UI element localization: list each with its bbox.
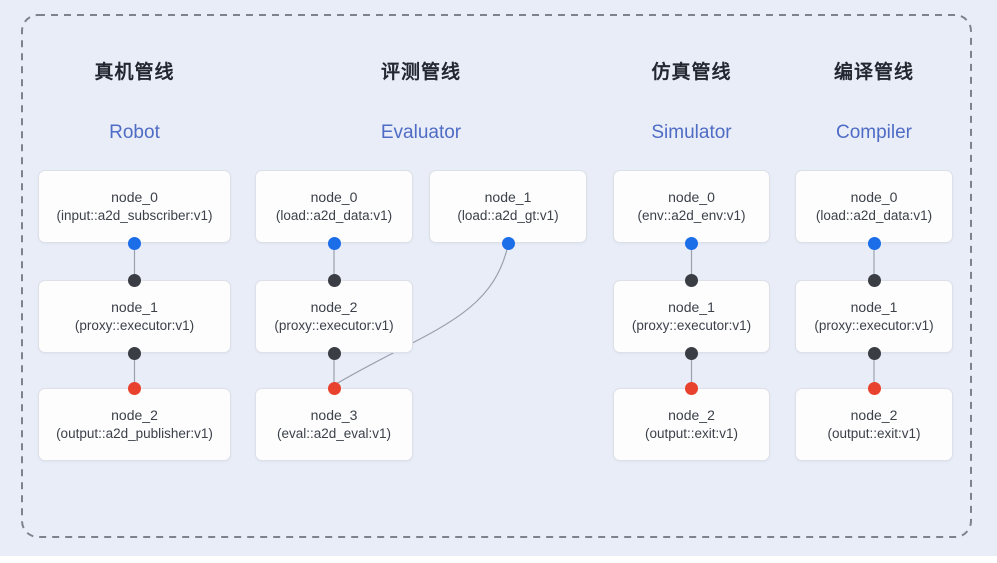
node-compiler-1: node_1 (proxy::executor:v1) bbox=[795, 280, 953, 353]
node-evaluator-3: node_3 (eval::a2d_eval:v1) bbox=[255, 388, 413, 461]
node-evaluator-2: node_2 (proxy::executor:v1) bbox=[255, 280, 413, 353]
node-robot-1: node_1 (proxy::executor:v1) bbox=[38, 280, 231, 353]
pipeline-title-en-robot: Robot bbox=[109, 122, 160, 143]
pipeline-title-en-evaluator: Evaluator bbox=[380, 122, 462, 143]
node-name: node_1 bbox=[668, 299, 715, 315]
node-impl: (load::a2d_data:v1) bbox=[275, 208, 393, 223]
input-port-dot bbox=[867, 273, 881, 287]
output-port-dot bbox=[685, 346, 698, 360]
node-name: node_2 bbox=[310, 299, 358, 315]
pipeline-title-cn-evaluator: 评测管线 bbox=[380, 62, 461, 83]
node-name: node_1 bbox=[484, 189, 532, 205]
pipeline-title-en-simulator: Simulator bbox=[651, 122, 732, 143]
node-impl: (load::a2d_gt:v1) bbox=[457, 208, 559, 223]
node-name: node_0 bbox=[668, 189, 715, 205]
pipeline-title-cn-robot: 真机管线 bbox=[94, 62, 175, 83]
output-port-dot bbox=[327, 236, 341, 250]
node-robot-0: node_0 (input::a2d_subscriber:v1) bbox=[38, 170, 231, 243]
edge-curve bbox=[335, 244, 509, 385]
node-compiler-0: node_0 (load::a2d_data:v1) bbox=[795, 170, 953, 243]
node-name: node_1 bbox=[850, 299, 898, 315]
node-impl: (load::a2d_data:v1) bbox=[815, 208, 933, 223]
sink-port-dot bbox=[128, 381, 141, 395]
node-simulator-0: node_0 (env::a2d_env:v1) bbox=[613, 170, 770, 243]
node-evaluator-1: node_1 (load::a2d_gt:v1) bbox=[429, 170, 587, 243]
node-robot-2: node_2 (output::a2d_publisher:v1) bbox=[38, 388, 231, 461]
sink-port-dot bbox=[867, 381, 881, 395]
input-port-dot bbox=[128, 273, 141, 287]
node-simulator-2: node_2 (output::exit:v1) bbox=[613, 388, 770, 461]
dashed-border bbox=[21, 14, 972, 538]
node-name: node_0 bbox=[310, 189, 358, 205]
node-name: node_1 bbox=[111, 299, 158, 315]
node-impl: (eval::a2d_eval:v1) bbox=[276, 426, 392, 441]
node-evaluator-0: node_0 (load::a2d_data:v1) bbox=[255, 170, 413, 243]
pipeline-title-en-compiler: Compiler bbox=[835, 122, 913, 143]
output-port-dot bbox=[867, 236, 881, 250]
output-port-dot bbox=[867, 346, 881, 360]
node-name: node_2 bbox=[850, 407, 898, 423]
pipeline-title-cn-compiler: 编译管线 bbox=[833, 62, 914, 83]
output-port-dot bbox=[501, 236, 515, 250]
node-simulator-1: node_1 (proxy::executor:v1) bbox=[613, 280, 770, 353]
node-name: node_3 bbox=[310, 407, 358, 423]
output-port-dot bbox=[685, 236, 698, 250]
node-impl: (input::a2d_subscriber:v1) bbox=[56, 208, 213, 223]
node-impl: (output::a2d_publisher:v1) bbox=[56, 426, 213, 441]
node-name: node_2 bbox=[111, 407, 158, 423]
node-impl: (proxy::executor:v1) bbox=[814, 318, 934, 333]
node-impl: (output::exit:v1) bbox=[644, 426, 739, 441]
input-port-dot bbox=[685, 273, 698, 287]
node-impl: (output::exit:v1) bbox=[827, 426, 921, 441]
node-impl: (proxy::executor:v1) bbox=[631, 318, 752, 333]
node-compiler-2: node_2 (output::exit:v1) bbox=[795, 388, 953, 461]
node-impl: (proxy::executor:v1) bbox=[274, 318, 394, 333]
output-port-dot bbox=[128, 346, 141, 360]
output-port-dot bbox=[327, 346, 341, 360]
output-port-dot bbox=[128, 236, 141, 250]
node-impl: (env::a2d_env:v1) bbox=[637, 208, 746, 223]
node-name: node_2 bbox=[668, 407, 715, 423]
node-name: node_0 bbox=[850, 189, 898, 205]
sink-port-dot bbox=[685, 381, 698, 395]
sink-port-dot bbox=[327, 381, 341, 395]
node-impl: (proxy::executor:v1) bbox=[74, 318, 195, 333]
input-port-dot bbox=[327, 273, 341, 287]
node-name: node_0 bbox=[111, 189, 158, 205]
pipeline-title-cn-simulator: 仿真管线 bbox=[651, 62, 732, 83]
